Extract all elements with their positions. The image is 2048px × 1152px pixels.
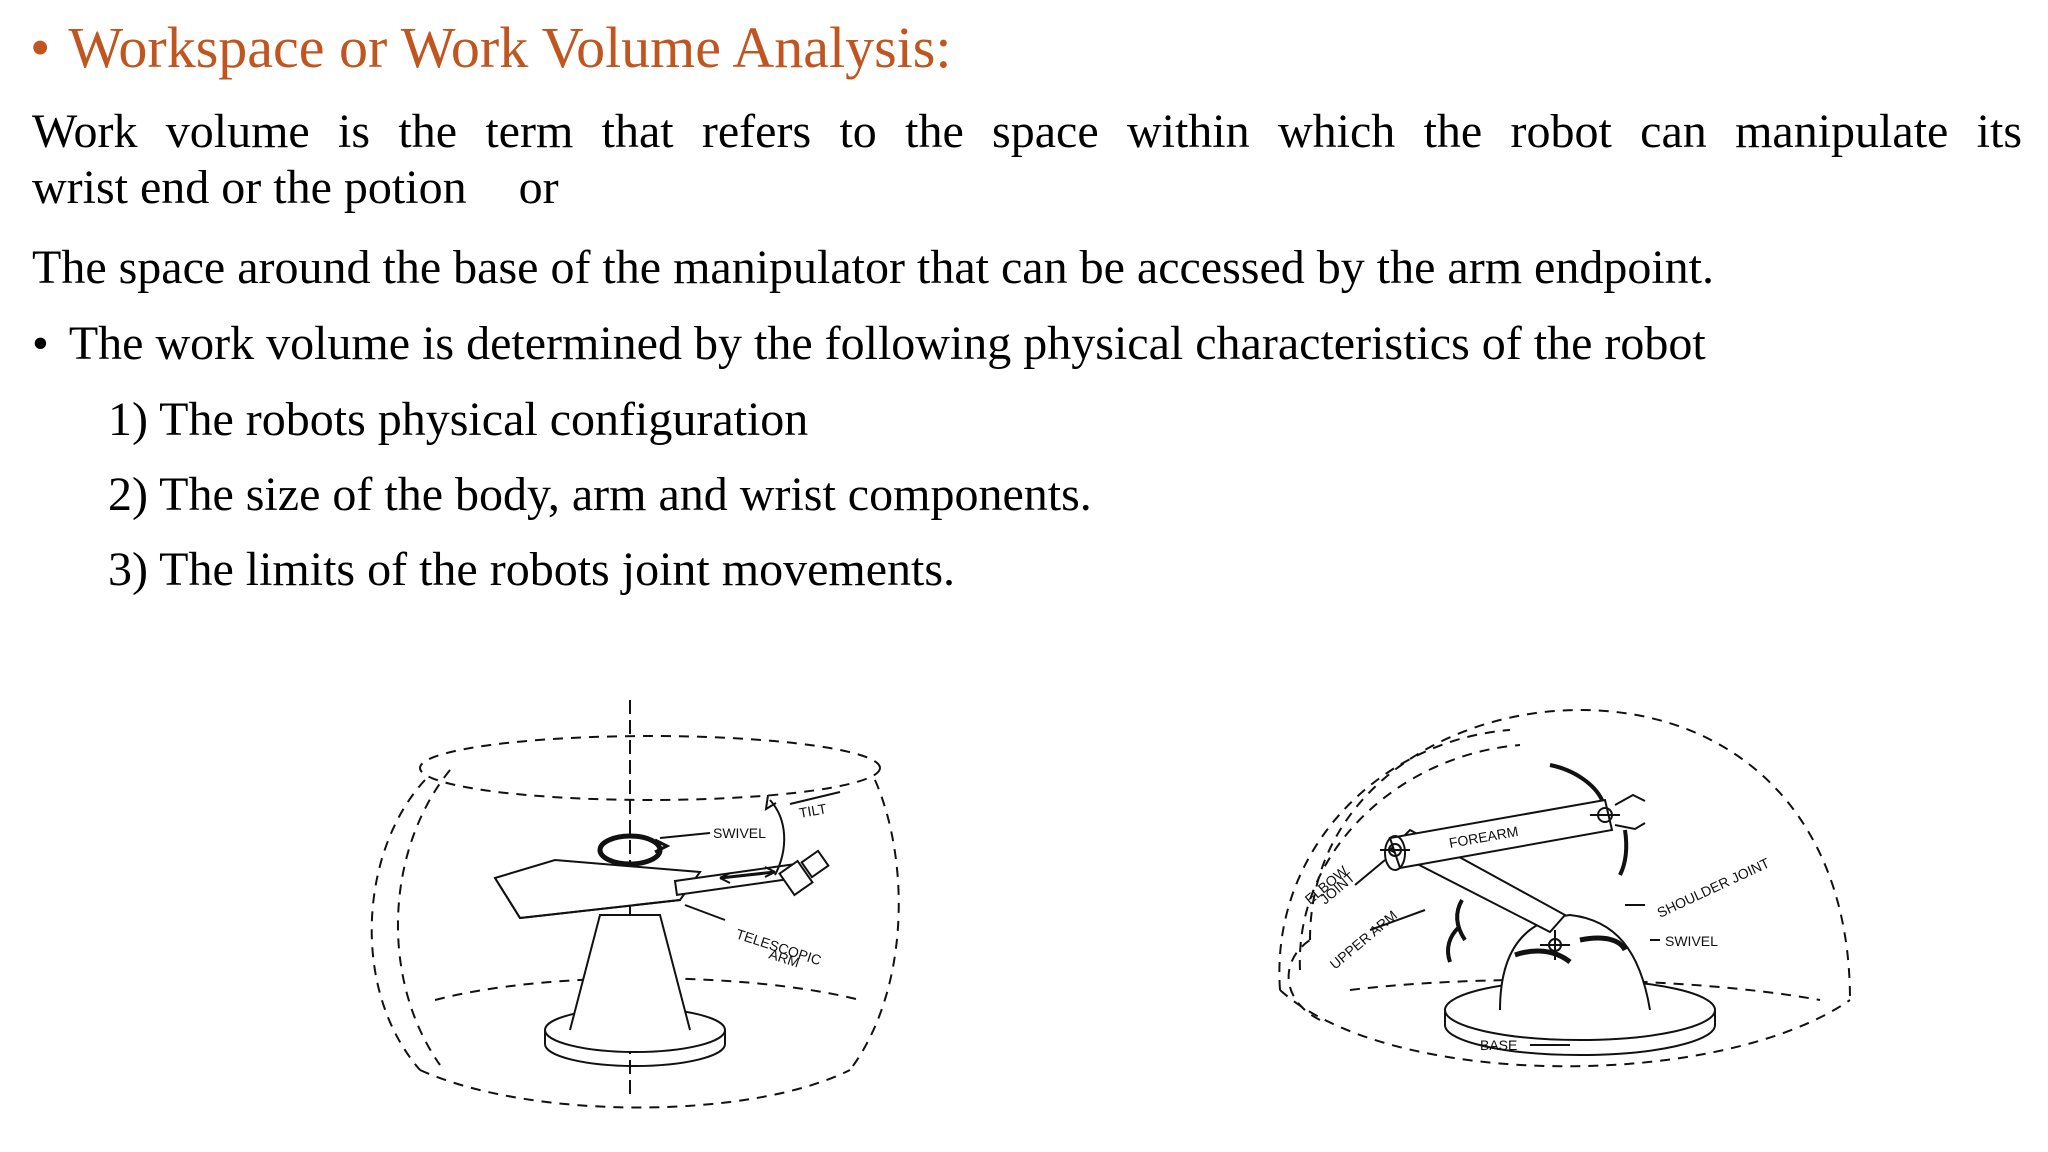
list-item: 1) The robots physical configuration xyxy=(108,393,809,446)
label-base: BASE xyxy=(1480,1037,1517,1053)
label-upper-arm: UPPER ARM xyxy=(1327,907,1400,972)
heading-bullet: • xyxy=(30,15,51,80)
shoulder-rotation-arrow xyxy=(1514,948,1572,965)
upper-arm-rotation-arrow xyxy=(1455,898,1467,942)
robot-base xyxy=(544,914,726,1067)
definition-line-3: The space around the base of the manipul… xyxy=(32,241,1715,294)
definition-or: or xyxy=(518,161,559,214)
heading-text: Workspace or Work Volume Analysis: xyxy=(68,15,952,80)
list-item: 3) The limits of the robots joint moveme… xyxy=(108,543,956,596)
label-swivel: SWIVEL xyxy=(713,825,766,841)
label-tilt: TILT xyxy=(798,800,829,821)
label-swivel: SWIVEL xyxy=(1665,933,1718,949)
list-item: 2) The size of the body, arm and wrist c… xyxy=(108,468,1092,521)
definition-line-1: Work volume is the term that refers to t… xyxy=(32,105,2022,158)
gripper-icon xyxy=(778,849,830,897)
swivel-rotation-arrow xyxy=(1579,935,1628,952)
characteristics-bullet-text: The work volume is determined by the fol… xyxy=(68,317,1706,370)
gripper-icon xyxy=(1614,793,1646,831)
articulated-robot-work-volume-figure: FOREARM ELBOW JOINT UPPER ARM SHOULDER J… xyxy=(1278,708,1851,1068)
robot-body-block xyxy=(493,858,702,920)
tilt-arrow-icon xyxy=(769,799,786,876)
characteristics-bullet-mark: • xyxy=(32,317,49,370)
forearm xyxy=(1384,798,1614,871)
definition-line-2: wrist end or the potion or xyxy=(32,160,559,215)
telescopic-arm xyxy=(673,863,797,896)
forearm-rotation-arrow xyxy=(1549,763,1604,801)
definition-line-2-text: wrist end or the potion xyxy=(32,161,467,214)
polar-robot-work-volume-figure: SWIVEL TILT TELESCOPIC ARM xyxy=(370,700,900,1109)
label-shoulder-joint: SHOULDER JOINT xyxy=(1655,854,1773,920)
work-envelope-outline xyxy=(370,735,900,1109)
characteristics-bullet: • The work volume is determined by the fo… xyxy=(32,316,1706,371)
slide-heading: • Workspace or Work Volume Analysis: xyxy=(30,14,951,81)
work-envelope-outline xyxy=(1278,708,1851,1068)
